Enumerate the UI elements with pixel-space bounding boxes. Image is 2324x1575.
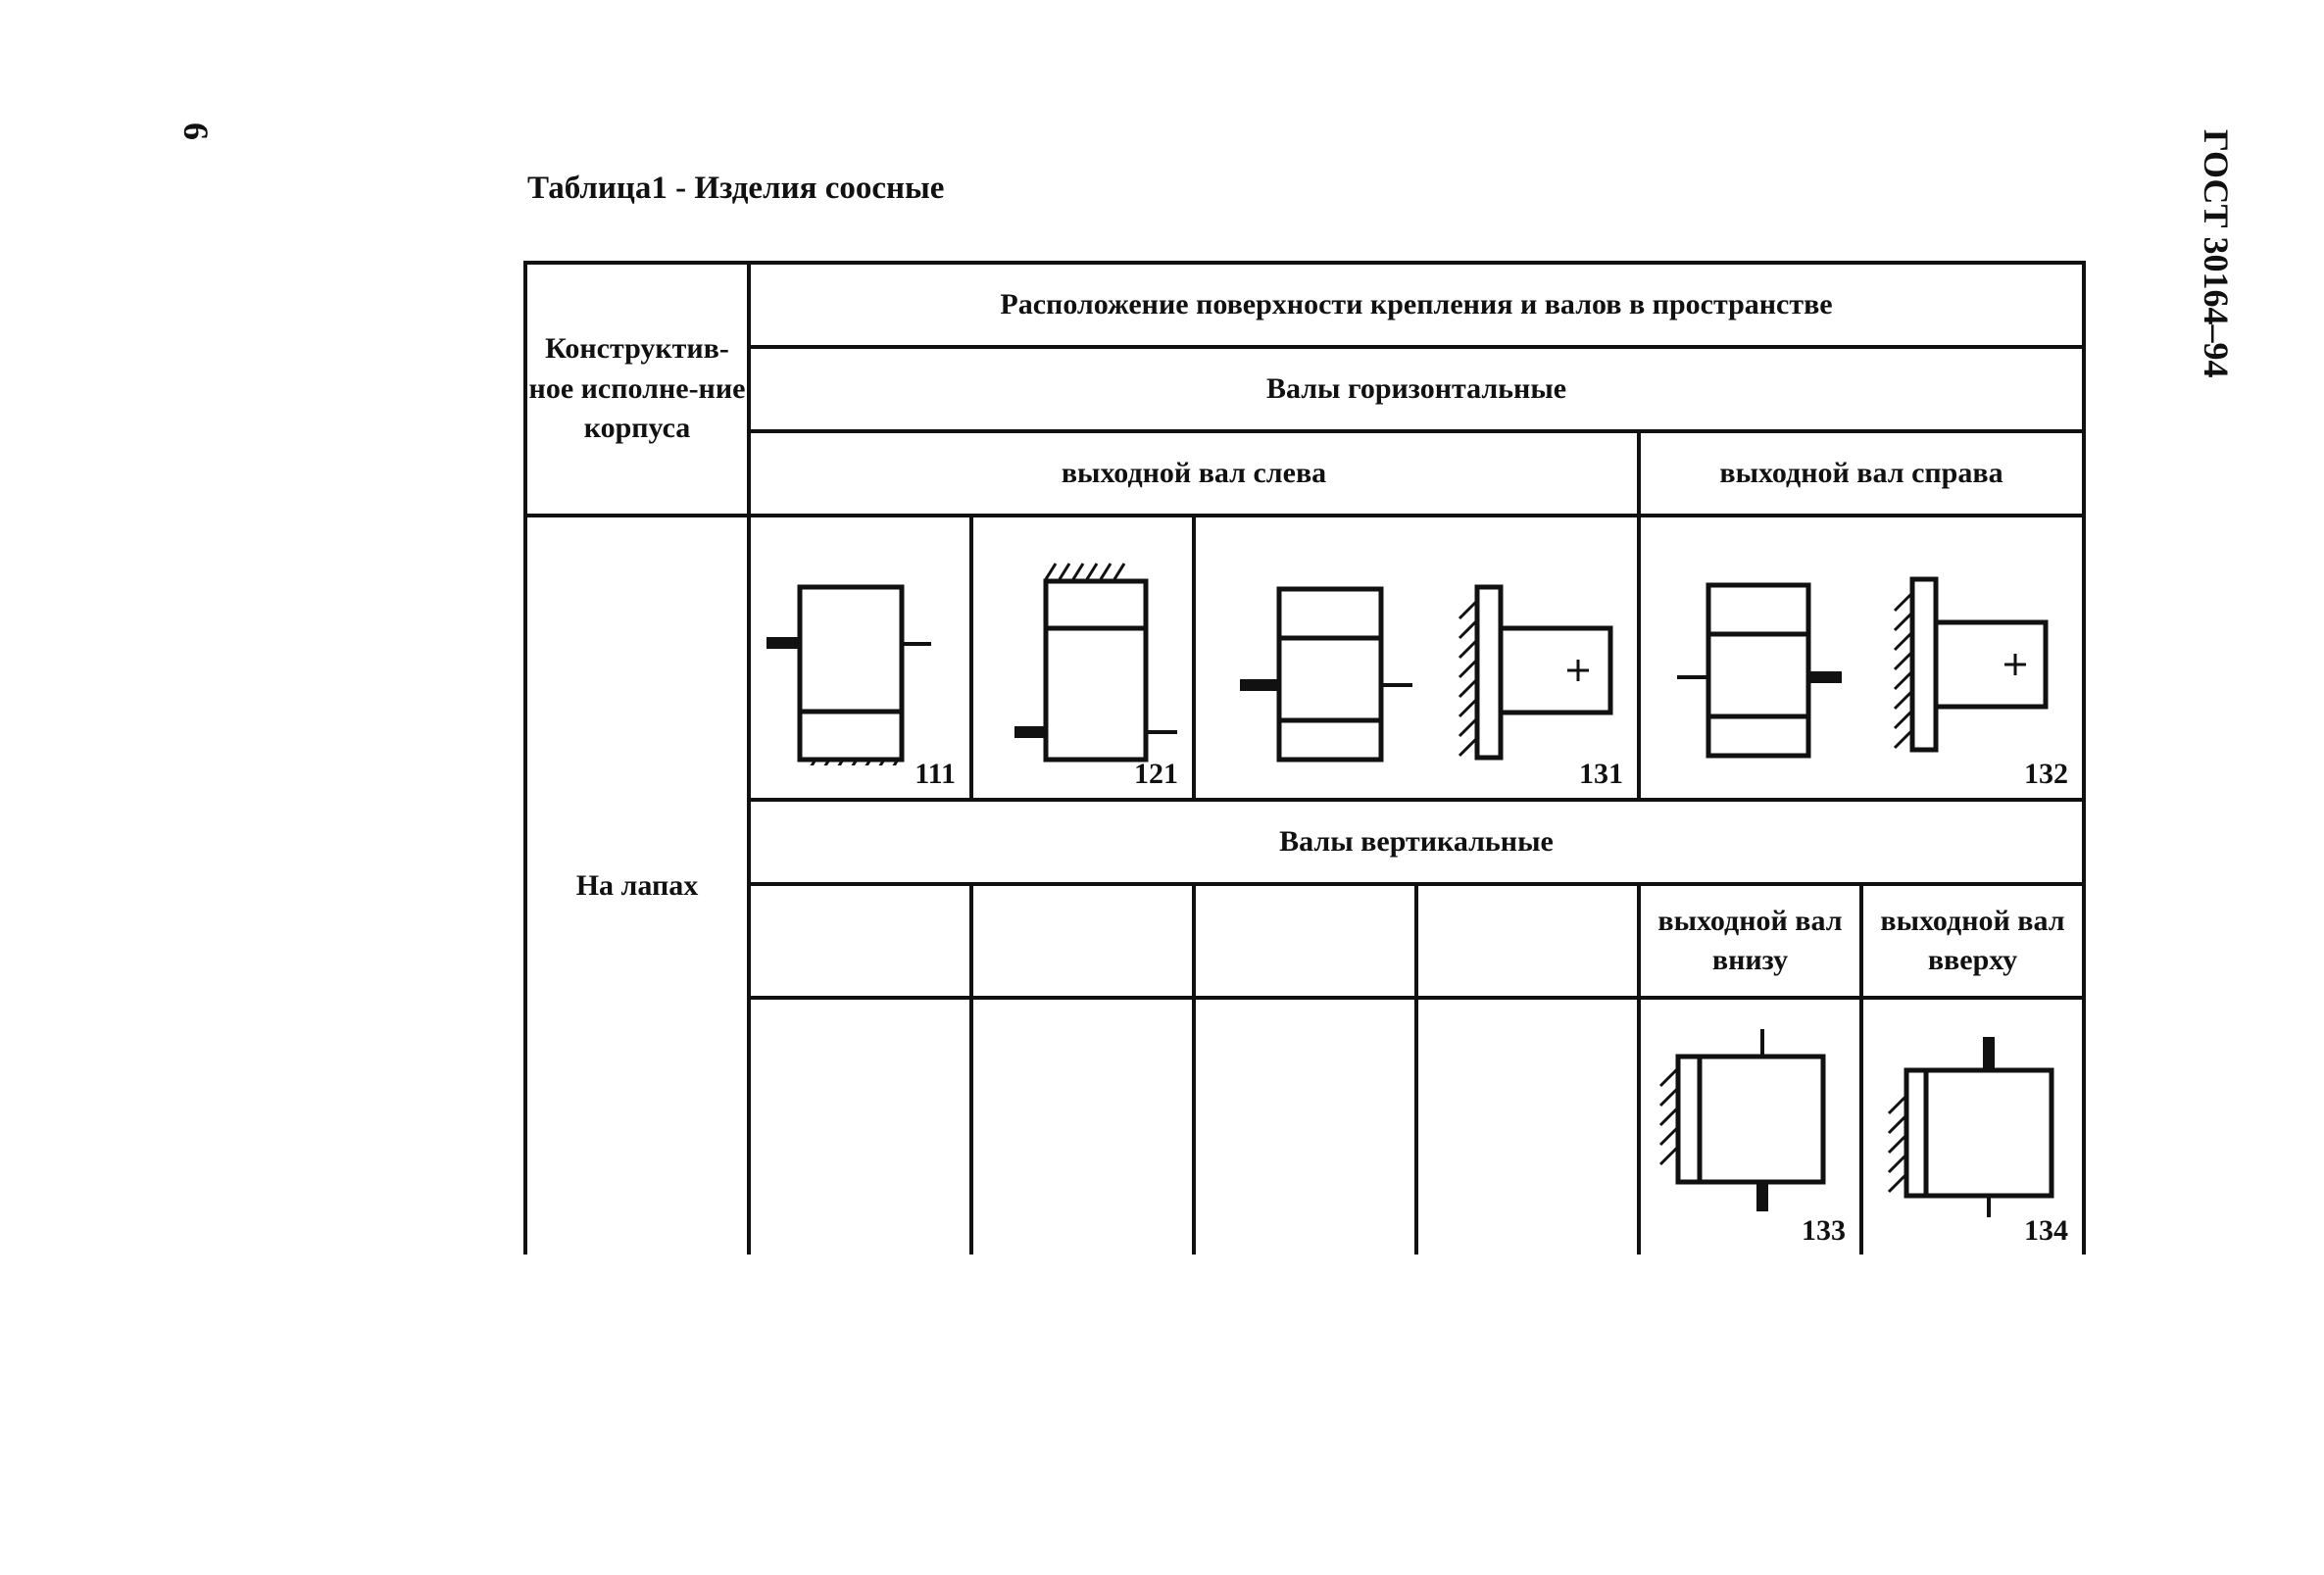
header-output-left: выходной вал слева — [747, 429, 1641, 517]
header-output-right: выходной вал справа — [1637, 429, 2086, 517]
header-design: Конструктив-ное исполне-ние корпуса — [523, 261, 751, 517]
header-row-vertical-direction: выходной вал внизу выходной вал вверху — [525, 882, 2086, 1000]
empty-cell — [1192, 882, 1418, 1000]
empty-cell — [1192, 996, 1418, 1255]
wall-mounted-gearbox-left-icon — [1240, 584, 1613, 763]
vertical-shaft-up-gearbox-icon — [1887, 1037, 2053, 1217]
code-132: 132 — [2024, 757, 2068, 790]
code-133: 133 — [1802, 1213, 1846, 1247]
drawing-cell-111: 111 — [747, 514, 973, 802]
empty-cell — [1414, 882, 1641, 1000]
header-row-location: Конструктив-ное исполне-ние корпуса Расп… — [523, 261, 2086, 517]
header-output-top: выходной вал вверху — [1859, 882, 2086, 1000]
empty-cell — [747, 882, 973, 1000]
document-code: ГОСТ 30164–94 — [2197, 129, 2236, 378]
drawing-cell-133: 133 — [1637, 996, 1863, 1255]
header-location: Расположение поверхности крепления и вал… — [747, 261, 2086, 349]
empty-cell — [969, 882, 1196, 1000]
code-121: 121 — [1134, 757, 1178, 790]
drawing-cell-131: 131 — [1192, 514, 1641, 802]
header-output-bottom: выходной вал внизу — [1637, 882, 1863, 1000]
header-row-horizontal: Валы горизонтальные — [525, 345, 2086, 433]
header-row-direction: выходной вал слева выходной вал справа — [525, 429, 2086, 517]
header-shafts-horizontal: Валы горизонтальные — [747, 345, 2086, 433]
vertical-shaft-down-gearbox-icon — [1658, 1029, 1825, 1211]
foot-mounted-gearbox-icon — [766, 584, 931, 765]
empty-cell — [1414, 996, 1641, 1255]
table-title: Таблица1 - Изделия соосные — [527, 171, 945, 206]
drawing-cell-134: 134 — [1859, 996, 2086, 1255]
empty-cell — [969, 996, 1196, 1255]
header-row-vertical: Валы вертикальные — [525, 798, 2086, 886]
ceiling-mounted-gearbox-icon — [1014, 563, 1177, 763]
drawing-cell-121: 121 — [969, 514, 1196, 802]
wall-mounted-gearbox-right-icon — [1677, 576, 2049, 759]
page-number: 6 — [176, 123, 216, 140]
code-131: 131 — [1579, 757, 1623, 790]
row-horizontal-drawings: На лапах 111 — [523, 514, 2086, 1255]
drawing-cell-132: 132 — [1637, 514, 2086, 802]
code-111: 111 — [915, 757, 956, 790]
coaxial-products-table: Конструктив-ное исполне-ние корпуса Расп… — [523, 261, 2086, 1255]
code-134: 134 — [2024, 1213, 2068, 1247]
header-shafts-vertical: Валы вертикальные — [747, 798, 2086, 886]
row-label-on-feet: На лапах — [523, 514, 751, 1255]
empty-cell — [747, 996, 973, 1255]
row-vertical-drawings: 133 134 — [525, 996, 2086, 1255]
